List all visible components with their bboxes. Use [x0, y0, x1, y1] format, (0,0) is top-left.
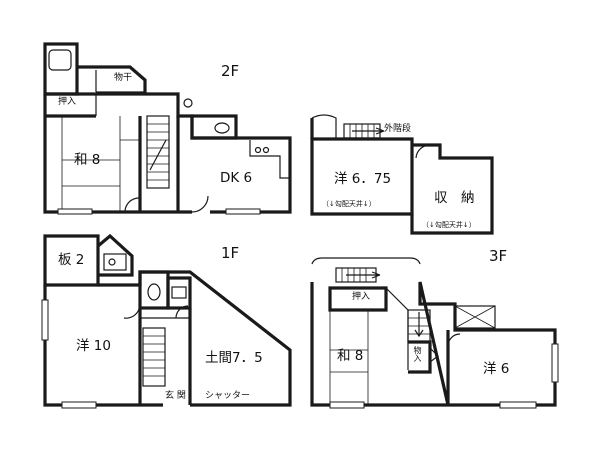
stairs-2f [146, 115, 170, 189]
window-1f-b [61, 401, 97, 409]
wall-stair-1f [138, 308, 192, 405]
floor-attic-plan [310, 114, 494, 235]
window-2f-a [57, 208, 93, 215]
room-ita-1f: 板 2 [58, 252, 85, 268]
tatami-lines-3f [329, 310, 369, 405]
tatami-lines-2f [61, 116, 140, 212]
floor-3f-plan [310, 257, 559, 409]
room-monohoshi-2f: 物干 [114, 73, 133, 83]
floor-label-3f: 3F [489, 247, 508, 265]
washroom-1f [166, 276, 192, 310]
attic-shuno [410, 143, 494, 235]
oshiire-3f [328, 286, 388, 312]
washbasin-1f [171, 286, 187, 299]
sink-drain-1f [108, 258, 116, 266]
floor-1f-plan [41, 233, 292, 409]
stove-2-2f [262, 146, 270, 154]
balcony-3f [311, 257, 421, 265]
floor-2f-plan [43, 42, 292, 215]
door-2f-b [191, 195, 209, 213]
stairs-3f-top [335, 267, 381, 283]
note-shuno-ceiling: （↓勾配天井↓） [422, 221, 476, 229]
window-3f-b [499, 401, 537, 409]
monohoshi-inner [95, 70, 145, 93]
oshiire-3f-diagonal [385, 287, 409, 370]
room-yo-3f: 洋 6 [483, 361, 510, 377]
room-mono-3f: 物入 [413, 346, 422, 362]
room-washitsu-3f: 和 8 [337, 348, 364, 364]
stove-1-2f [254, 146, 262, 154]
bathtub-2f [48, 49, 72, 71]
room-yo-1f: 洋 10 [76, 338, 111, 354]
toilet-2f [190, 114, 238, 140]
room-shuno-attic: 収 納 [434, 190, 475, 206]
room-oshiire-3f: 押入 [352, 292, 371, 302]
kitchen-counter-2f [249, 140, 290, 179]
window-2f-b [225, 208, 261, 215]
fixture-2f [183, 98, 193, 108]
room-washitsu-2f: 和 8 [74, 152, 101, 168]
toilet-bowl-2f [214, 122, 230, 134]
door-1f-a [123, 303, 141, 319]
window-1f-a [41, 299, 49, 341]
room-yo-attic: 洋 6．75 [334, 171, 392, 187]
label-gaikaidan: 外階段 [384, 124, 412, 134]
window-3f-c [551, 343, 559, 383]
mono-ire-door [429, 347, 439, 363]
toilet-bowl-1f [147, 283, 161, 301]
closet-3f-x [454, 305, 496, 329]
closet-3f [454, 305, 496, 329]
door-3f [447, 333, 461, 347]
note-yo-ceiling: （↓勾配天井↓） [322, 200, 376, 208]
label-shutter-1f: シャッター [205, 391, 251, 401]
stairs-1f [142, 327, 166, 387]
attic-balcony [311, 114, 337, 139]
floor-label-2f: 2F [221, 62, 240, 80]
attic-door [415, 144, 431, 159]
room-genkan-1f: 玄 関 [165, 391, 186, 401]
room-dk-2f: DK 6 [220, 170, 253, 186]
door-1f-b [175, 305, 189, 319]
outline-3f [310, 281, 557, 407]
sink-1f [103, 253, 127, 271]
room-oshiire-2f: 押入 [58, 97, 77, 107]
window-3f-a [329, 401, 365, 409]
room-doma-1f: 土間7．5 [205, 350, 263, 366]
mono-ire-3f [408, 340, 432, 374]
kitchen-1f [96, 233, 134, 277]
floor-label-1f: 1F [221, 244, 240, 262]
door-2f-a [124, 197, 140, 213]
toilet-1f [138, 270, 170, 310]
monohoshi-wall [77, 65, 147, 94]
attic-stairs [343, 123, 385, 139]
